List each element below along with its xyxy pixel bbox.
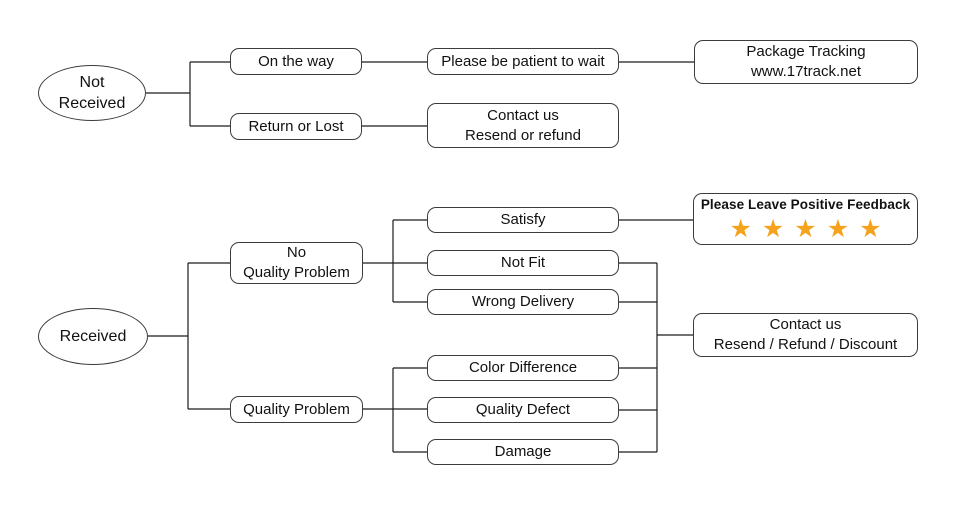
star-icon: ★ [729, 214, 752, 243]
node-contact-resend-refund: Contact us Resend or refund [427, 103, 619, 148]
star-icon: ★ [859, 214, 882, 243]
node-damage: Damage [427, 439, 619, 465]
node-package-tracking: Package Tracking www.17track.net [694, 40, 918, 84]
node-label: On the way [258, 52, 334, 70]
node-label: Contact us [487, 106, 559, 124]
node-satisfy: Satisfy [427, 207, 619, 233]
node-on-the-way: On the way [230, 48, 362, 75]
node-label: Please be patient to wait [441, 52, 605, 70]
node-received: Received [38, 308, 148, 365]
node-label: Package Tracking [746, 43, 866, 61]
node-label: Not [79, 73, 105, 91]
node-label: Satisfy [500, 211, 546, 229]
node-label: Received [58, 95, 126, 112]
node-label: Color Difference [468, 359, 578, 377]
node-contact-resolution: Contact us Resend / Refund / Discount [693, 313, 918, 357]
node-not-received: Not Received [38, 65, 146, 121]
node-label: Received [59, 327, 127, 345]
node-not-fit: Not Fit [427, 250, 619, 276]
tracking-url: www.17track.net [750, 63, 862, 80]
node-label: Damage [494, 443, 552, 461]
node-quality-defect: Quality Defect [427, 397, 619, 423]
node-label: Not Fit [500, 254, 546, 272]
node-positive-feedback: Please Leave Positive Feedback ★ ★ ★ ★ ★ [693, 193, 918, 245]
node-label: Quality Problem [243, 400, 350, 418]
node-label: Quality Problem [243, 264, 350, 281]
node-wrong-delivery: Wrong Delivery [427, 289, 619, 315]
star-icon: ★ [794, 214, 817, 243]
node-return-or-lost: Return or Lost [230, 113, 362, 140]
star-icon: ★ [826, 214, 850, 243]
node-color-difference: Color Difference [427, 355, 619, 381]
node-label: Resend / Refund / Discount [713, 336, 898, 353]
node-label: Contact us [769, 316, 842, 334]
node-label: Quality Defect [475, 401, 571, 419]
node-label: Resend or refund [465, 126, 581, 144]
node-label: No [286, 244, 307, 262]
node-please-be-patient: Please be patient to wait [427, 48, 619, 75]
node-quality-problem: Quality Problem [230, 396, 363, 423]
star-rating: ★ ★ ★ ★ ★ [729, 214, 882, 243]
feedback-label: Please Leave Positive Feedback [700, 197, 911, 213]
node-no-quality-problem: No Quality Problem [230, 242, 363, 284]
node-label: Wrong Delivery [471, 293, 575, 311]
star-icon: ★ [761, 214, 785, 243]
node-label: Return or Lost [248, 117, 344, 135]
